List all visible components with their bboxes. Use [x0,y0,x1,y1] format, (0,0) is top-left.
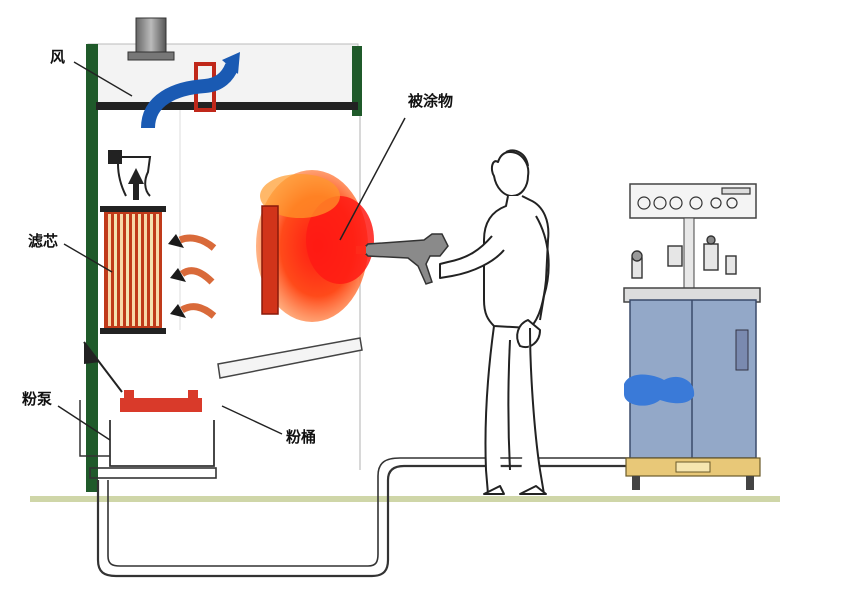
filter-pleat [156,214,159,326]
label-pump: 粉泵 [22,390,52,408]
leader-lines [57,61,283,441]
label-bucket: 粉桶 [286,428,316,446]
operator-figure-icon [439,149,550,495]
label-wind: 风 [50,48,65,66]
powder-control-unit-icon [623,183,761,490]
filter-pleat [114,214,117,326]
powder-pump [120,390,202,412]
airflow-arrow-icon [168,234,217,319]
cyclone-arrow-icon [108,150,152,200]
filter-cartridge [100,206,166,334]
booth-frame-right [352,46,362,116]
filter-pleat [126,214,129,326]
powder-bucket [109,420,215,467]
workpiece [261,205,279,315]
floor [30,496,780,502]
filter-pleat [120,214,123,326]
filter-pleat [132,214,135,326]
booth-frame-left [86,44,98,492]
booth-ceiling-bar [96,102,358,110]
filter-pleat [150,214,153,326]
powder-hose [96,464,640,578]
label-filter: 滤芯 [28,232,58,250]
spray-booth [79,17,640,578]
spray-gun-icon [356,233,449,285]
filter-pleat [138,214,141,326]
fan-motor-icon [127,17,175,61]
label-workpiece: 被涂物 [408,92,453,110]
workpiece-spray [256,117,406,322]
exhaust-arrow-icon [141,52,240,129]
filter-pleat [144,214,147,326]
